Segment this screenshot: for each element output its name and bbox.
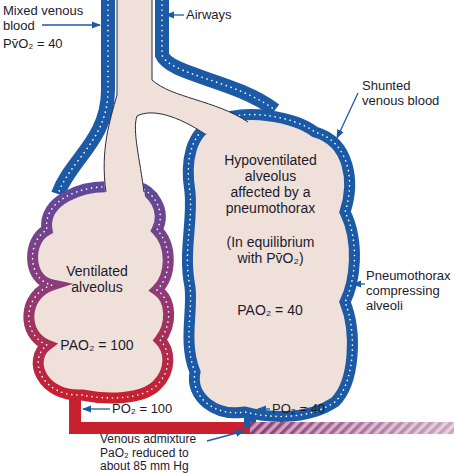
airway-wall	[104, 0, 117, 192]
pressure-value: PO₂ = 100	[112, 401, 192, 416]
vessel-speckle	[58, 0, 108, 194]
airway-wall	[135, 113, 205, 192]
pressure-value: PAO₂ = 40	[205, 302, 335, 318]
admixture-fade	[250, 422, 454, 434]
shunt-vessel	[162, 0, 275, 110]
leader-arrow	[258, 408, 270, 409]
leader-arrow	[207, 431, 244, 441]
alveolus-label: Ventilated alveolus	[52, 263, 142, 295]
pressure-value: PO₂ = 40	[272, 401, 352, 416]
ventilated-alveolus: Ventilated alveolusPAO₂ = 100	[22, 185, 172, 400]
leader-arrow	[83, 408, 110, 409]
leader-arrow	[353, 283, 365, 284]
pneumothorax-label: Pneumothorax compressing alveoli	[366, 268, 454, 313]
alveolus-wall	[187, 115, 354, 417]
venous-vessel	[58, 0, 108, 194]
capillary-speckle	[29, 187, 169, 398]
airway-lumen	[104, 0, 248, 202]
admixture-note: Venous admixture PaO₂ reduced to about 8…	[100, 433, 205, 473]
vessel-label: Mixed venous blood	[3, 3, 93, 33]
leader-arrow	[42, 24, 100, 25]
alveolus-wall	[29, 187, 169, 398]
airway-label: Airways	[186, 7, 266, 22]
alveolus-label: Hypoventilated alveolus affected by a pn…	[220, 152, 321, 216]
pressure-value: Pv̄O₂ = 40	[3, 36, 93, 51]
equilibrium-note: (In equilibrium with Pv̄O₂)	[220, 234, 321, 266]
leader-arrow	[337, 93, 358, 138]
leader-arrow	[166, 14, 184, 15]
capillary-speckle	[187, 115, 354, 417]
pressure-value: PAO₂ = 100	[32, 337, 162, 353]
hypoventilated-alveolus: Hypoventilated alveolus affected by a pn…	[185, 112, 357, 412]
vessel-speckle	[162, 0, 275, 110]
vessel-label: Shunted venous blood	[362, 78, 450, 108]
admixture-vessel	[250, 422, 454, 434]
